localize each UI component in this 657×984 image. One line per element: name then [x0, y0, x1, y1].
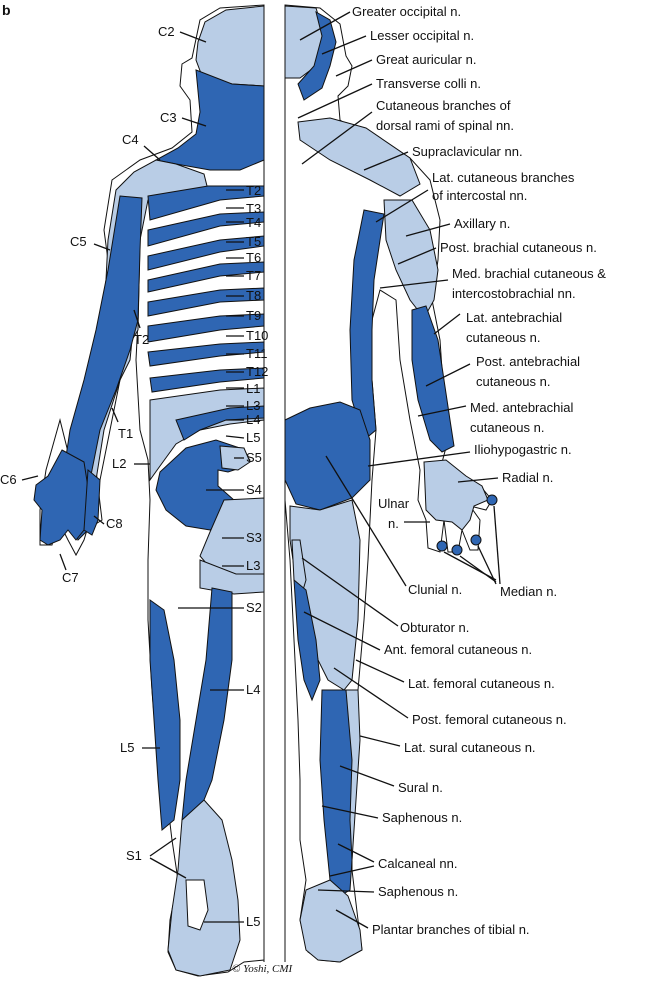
label-plantar: Plantar branches of tibial n.	[372, 922, 530, 937]
left-hand	[33, 449, 91, 546]
left-neck-c3	[154, 69, 265, 171]
label-c2: C2	[158, 24, 175, 39]
left-figure	[33, 4, 265, 977]
label-radial: Radial n.	[502, 470, 553, 485]
label-lat-antebrachial-2: cutaneous n.	[466, 330, 540, 345]
label-great-auricular: Great auricular n.	[376, 52, 476, 67]
label-t6: T6	[246, 250, 261, 265]
label-med-brachial-2: intercostobrachial nn.	[452, 286, 576, 301]
label-ulnar-1: Ulnar	[378, 496, 410, 511]
label-transverse-colli: Transverse colli n.	[376, 76, 481, 91]
label-s5: S5	[246, 450, 262, 465]
label-l5-back: L5	[246, 430, 260, 445]
label-t7: T7	[246, 268, 261, 283]
right-buttock-clunial	[284, 401, 371, 511]
label-med-antebrachial-2: cutaneous n.	[470, 420, 544, 435]
label-iliohypogastric: Iliohypogastric n.	[474, 442, 572, 457]
label-axillary: Axillary n.	[454, 216, 510, 231]
right-labels: Greater occipital n. Lesser occipital n.…	[297, 4, 606, 937]
label-median: Median n.	[500, 584, 557, 599]
left-hand-c8	[83, 468, 101, 536]
label-t10: T10	[246, 328, 268, 343]
label-t8: T8	[246, 288, 261, 303]
label-clunial: Clunial n.	[408, 582, 462, 597]
label-post-antebrachial-1: Post. antebrachial	[476, 354, 580, 369]
label-t4: T4	[246, 215, 261, 230]
label-l3-back: L3	[246, 398, 260, 413]
label-saphenous-1: Saphenous n.	[382, 810, 462, 825]
label-calcaneal: Calcaneal nn.	[378, 856, 458, 871]
label-c6: C6	[0, 472, 17, 487]
right-lat-intercostal	[349, 209, 385, 441]
label-ant-femoral: Ant. femoral cutaneous n.	[384, 642, 532, 657]
label-s1: S1	[126, 848, 142, 863]
label-c4: C4	[122, 132, 139, 147]
right-head-lesser-occipital	[297, 10, 337, 101]
signature: © Yoshi, CMI	[232, 963, 294, 975]
right-forearm-post-antebrachial	[411, 305, 455, 453]
right-thigh-ant-femoral	[293, 578, 321, 702]
label-lat-antebrachial-1: Lat. antebrachial	[466, 310, 562, 325]
label-t2: T2	[246, 183, 261, 198]
label-post-femoral: Post. femoral cutaneous n.	[412, 712, 567, 727]
label-med-brachial-1: Med. brachial cutaneous &	[452, 266, 606, 281]
right-hand-radial	[423, 459, 489, 531]
label-l1: L1	[246, 381, 260, 396]
label-lat-cut-intercostal-1: Lat. cutaneous branches	[432, 170, 575, 185]
label-lat-cut-intercostal-2: of intercostal nn.	[432, 188, 527, 203]
label-cutaneous-dorsal-1: Cutaneous branches of	[376, 98, 511, 113]
label-obturator: Obturator n.	[400, 620, 469, 635]
label-ulnar-2: n.	[388, 516, 399, 531]
label-c8: C8	[106, 516, 123, 531]
label-greater-occipital: Greater occipital n.	[352, 4, 461, 19]
label-t3: T3	[246, 201, 261, 216]
label-s3: S3	[246, 530, 262, 545]
label-lat-sural: Lat. sural cutaneous n.	[404, 740, 536, 755]
right-fingertips-median	[436, 494, 498, 556]
left-labels: C2 C3 C4 C5 T2 T1 C6 C8 C7 T2 T3 T4 T5 T…	[0, 24, 268, 929]
label-lesser-occipital: Lesser occipital n.	[370, 28, 474, 43]
label-c5: C5	[70, 234, 87, 249]
label-l2: L2	[112, 456, 126, 471]
label-saphenous-2: Saphenous n.	[378, 884, 458, 899]
label-post-brachial: Post. brachial cutaneous n.	[440, 240, 597, 255]
label-l5: L5	[120, 740, 134, 755]
right-dorsal-rami	[297, 117, 421, 197]
left-torso-stripes	[147, 185, 265, 393]
panel-label: b	[2, 2, 11, 18]
label-post-antebrachial-2: cutaneous n.	[476, 374, 550, 389]
label-l4-back: L4	[246, 412, 260, 427]
label-sural: Sural n.	[398, 780, 443, 795]
label-t11: T11	[246, 346, 267, 361]
label-t9: T9	[246, 308, 261, 323]
label-med-antebrachial-1: Med. antebrachial	[470, 400, 573, 415]
label-s4: S4	[246, 482, 262, 497]
label-l4: L4	[246, 682, 260, 697]
label-c7: C7	[62, 570, 79, 585]
left-foot-heel	[185, 879, 209, 931]
label-t5: T5	[246, 234, 261, 249]
label-supraclavicular: Supraclavicular nn.	[412, 144, 523, 159]
label-cutaneous-dorsal-2: dorsal rami of spinal nn.	[376, 118, 514, 133]
label-c3: C3	[160, 110, 177, 125]
label-t2-arm: T2	[134, 332, 149, 347]
label-lat-femoral: Lat. femoral cutaneous n.	[408, 676, 555, 691]
right-foot-plantar	[299, 879, 363, 963]
left-sacral-l3	[175, 405, 265, 441]
left-leg-l5	[149, 599, 181, 832]
label-l5-foot: L5	[246, 914, 260, 929]
label-l3: L3	[246, 558, 260, 573]
label-t12: T12	[246, 364, 268, 379]
label-t1: T1	[118, 426, 133, 441]
label-s2: S2	[246, 600, 262, 615]
